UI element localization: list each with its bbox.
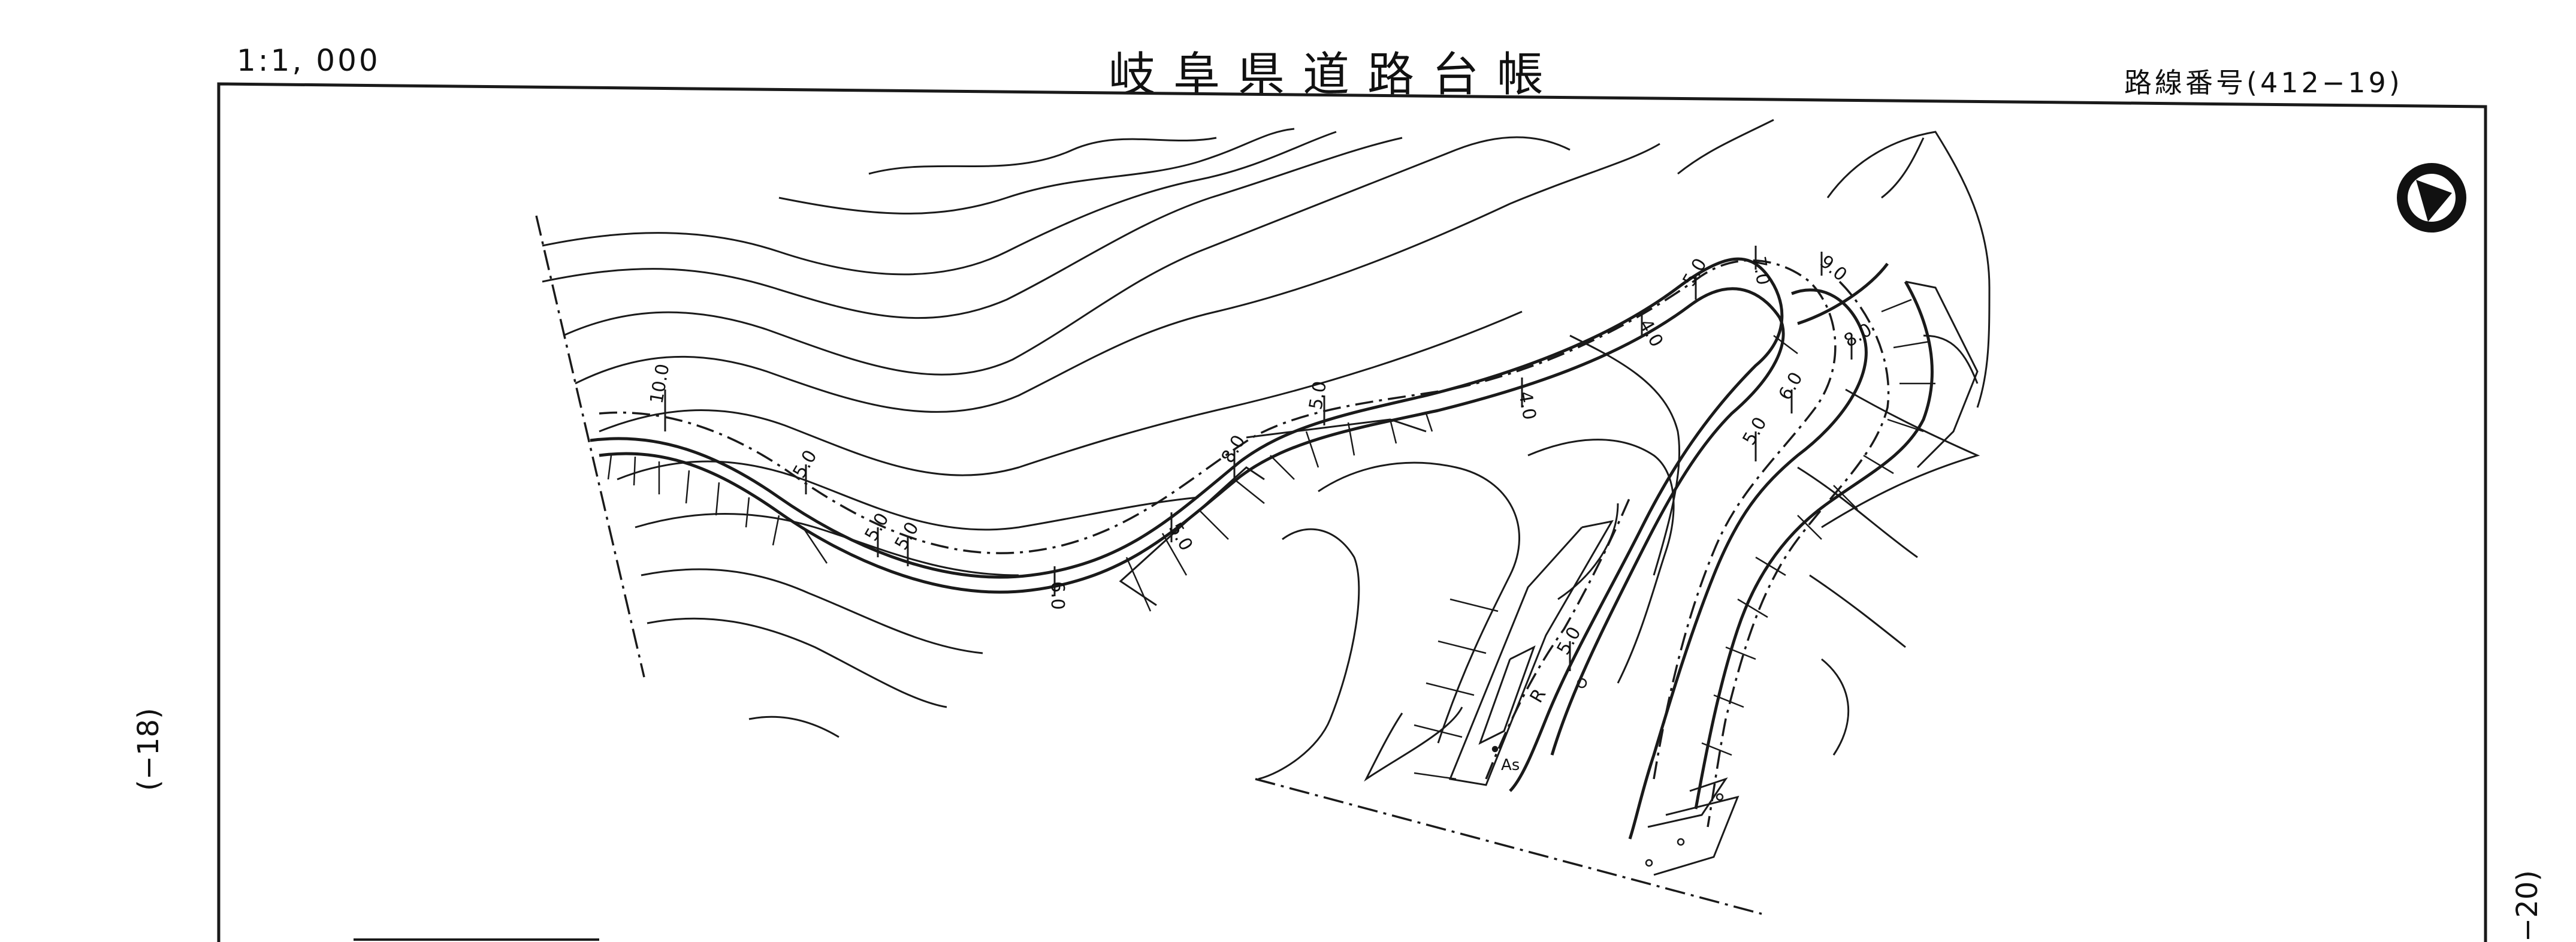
station-label: 5.0: [891, 518, 923, 554]
station-label: 5.0: [861, 509, 893, 545]
station-label: 8.0: [1841, 319, 1876, 352]
station-label: 5.0: [1553, 623, 1586, 659]
retaining-walls: [1119, 280, 1979, 876]
roadside-ticks: [607, 298, 1935, 780]
road-centerline: [599, 259, 1890, 828]
station-label: 5.0: [1164, 520, 1197, 555]
station-label: 4.0: [1514, 390, 1540, 421]
map-border: [217, 82, 2487, 942]
road-edges: [590, 257, 1934, 840]
station-ticks: [664, 246, 1853, 671]
station-label: 8.0: [1218, 431, 1250, 467]
station-label: 6.0: [1775, 369, 1807, 404]
station-label: 5.0: [1305, 379, 1331, 411]
station-label: 10.0: [646, 363, 674, 406]
station-label: 6.0: [1047, 581, 1068, 610]
station-label: 5.0: [1739, 413, 1771, 449]
station-labels: 10.0 5.0 5.0 5.0 6.0 5.0 8.0 5.0 4.0 4.0…: [646, 251, 1876, 774]
scale-label: 1:1, 000: [237, 43, 380, 78]
station-label: 4.0: [1635, 316, 1667, 351]
contour-lines: [542, 119, 1991, 782]
route-number: 路線番号(412−19): [2124, 67, 2403, 99]
curve-label: R: [1526, 685, 1551, 707]
surface-label: As: [1501, 756, 1520, 774]
north-arrow-icon: [2397, 163, 2466, 233]
section-lines: [535, 215, 1762, 915]
station-label: 7.0: [1748, 255, 1774, 286]
survey-points: [1491, 678, 1724, 867]
